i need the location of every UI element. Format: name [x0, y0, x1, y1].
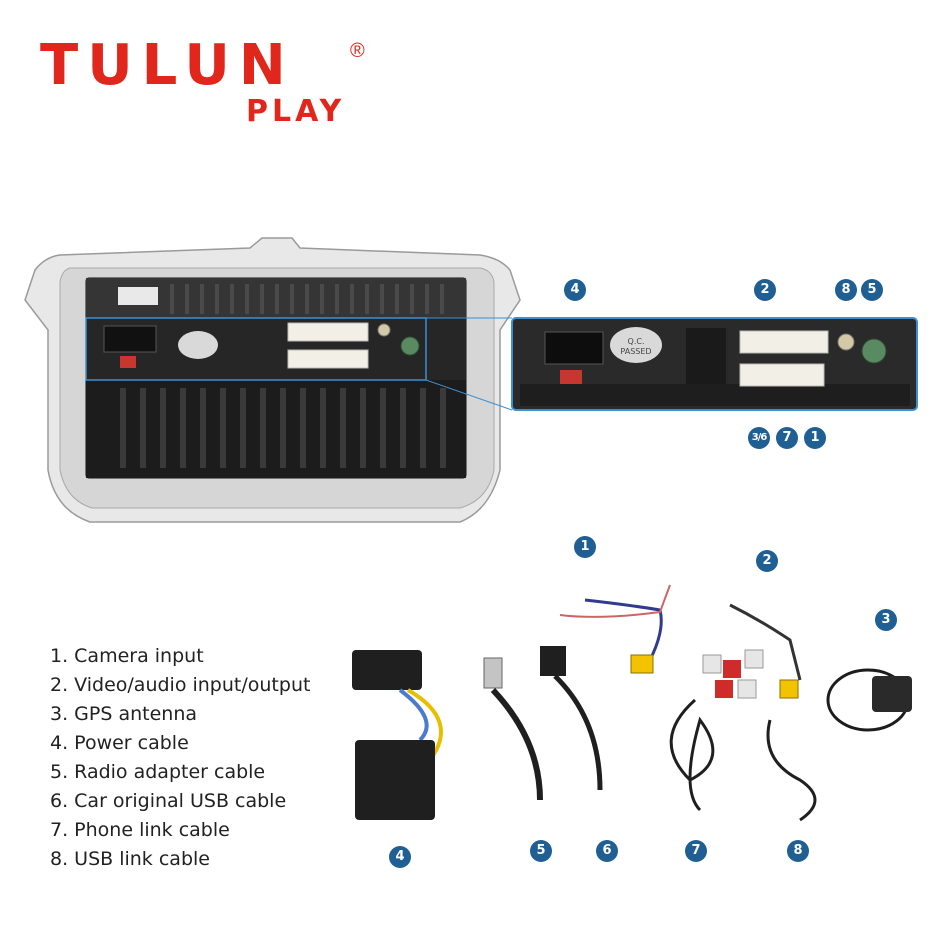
sticker-line2: PASSED: [620, 347, 651, 356]
legend-item: 6. Car original USB cable: [50, 790, 287, 812]
cable-badge-7: 7: [685, 840, 707, 862]
radio-adapter-cable: [483, 657, 543, 801]
cable-legend: 1. Camera input 2. Video/audio input/out…: [50, 642, 370, 874]
gps-antenna: [826, 668, 912, 732]
port-badge-1: 1: [804, 427, 826, 449]
cable-badge-5: 5: [530, 840, 552, 862]
legend-item: 8. USB link cable: [50, 848, 210, 870]
legend-item: 4. Power cable: [50, 732, 189, 754]
sticker-line1: Q.C.: [628, 337, 645, 346]
port-badge-2: 2: [754, 279, 776, 301]
camera-input-cable: [559, 584, 671, 674]
video-audio-cable: [702, 603, 802, 699]
connector-panel-zoom: Q.C. PASSED: [511, 317, 918, 411]
vent-slots: [120, 284, 446, 468]
legend-item: 1. Camera input: [50, 645, 204, 667]
cable-badge-4: 4: [389, 846, 411, 868]
cable-badge-8: 8: [787, 840, 809, 862]
legend-item: 7. Phone link cable: [50, 819, 230, 841]
legend-item: 3. GPS antenna: [50, 703, 197, 725]
port-badge-8: 8: [835, 279, 857, 301]
brand-name: TULUN: [40, 33, 295, 98]
cable-badge-6: 6: [596, 840, 618, 862]
power-cable: [352, 650, 443, 820]
port-badge-7: 7: [776, 427, 798, 449]
port-badge-3-6: 3/6: [748, 427, 770, 449]
registered-mark: ®: [350, 40, 365, 62]
legend-item: 2. Video/audio input/output: [50, 674, 311, 696]
legend-item: 5. Radio adapter cable: [50, 761, 266, 783]
car-usb-cable: [540, 646, 603, 791]
head-unit-back: [24, 237, 521, 523]
brand-subtitle: PLAY: [246, 94, 346, 129]
port-badge-4: 4: [564, 279, 586, 301]
label-sticker: [118, 287, 158, 305]
port-badge-5: 5: [861, 279, 883, 301]
cable-badge-2: 2: [756, 550, 778, 572]
cable-badge-3: 3: [875, 609, 897, 631]
cable-badge-1: 1: [574, 536, 596, 558]
phone-link-cable: [669, 698, 715, 812]
usb-link-cable: [766, 719, 817, 822]
